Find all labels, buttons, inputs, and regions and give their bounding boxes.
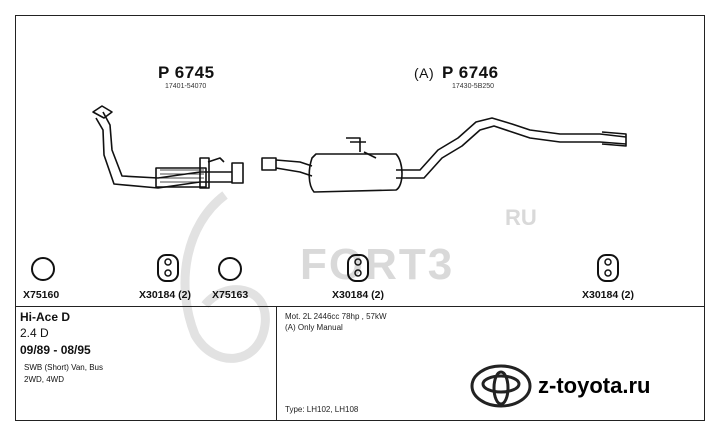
watermark-logo-icon (180, 191, 270, 363)
part-prefix-rear: (A) (414, 65, 435, 81)
vehicle-model: Hi-Ace D (20, 310, 71, 324)
brand-text: z-toyota.ru (538, 373, 651, 398)
part-number-rear: P 6746 (442, 63, 499, 82)
oem-number-rear: 17430-5B250 (452, 83, 495, 90)
watermark-suffix: RU (505, 205, 537, 230)
toyota-logo-icon (470, 364, 532, 408)
hanger-icon (157, 254, 179, 282)
diagram-frame (15, 15, 705, 421)
vehicle-body-line1: SWB (Short) Van, Bus (24, 363, 103, 372)
watermark-text: FORT3 (300, 240, 455, 289)
fitting-code-3: X75163 (212, 289, 249, 301)
fitting-code-2: X30184 (2) (139, 289, 191, 301)
hanger-icon (597, 254, 619, 282)
vehicle-body-line2: 2WD, 4WD (24, 375, 64, 384)
table-divider (15, 306, 705, 307)
oem-number-front: 17401-54070 (165, 83, 207, 90)
ring-icon (31, 257, 55, 281)
fitting-code-1: X75160 (23, 289, 60, 301)
ring-icon (218, 257, 242, 281)
fitting-code-5: X30184 (2) (582, 289, 634, 301)
hanger-icon (347, 254, 369, 282)
vehicle-years: 09/89 - 08/95 (20, 343, 91, 357)
motor-spec: Mot. 2L 2446cc 78hp , 57kW (285, 312, 387, 321)
fitting-code-4: X30184 (2) (332, 289, 384, 301)
vehicle-engine: 2.4 D (20, 326, 49, 340)
vehicle-type: Type: LH102, LH108 (285, 405, 359, 414)
manual-note: (A) Only Manual (285, 323, 343, 332)
table-column-divider (276, 306, 277, 421)
part-number-front: P 6745 (158, 63, 215, 82)
